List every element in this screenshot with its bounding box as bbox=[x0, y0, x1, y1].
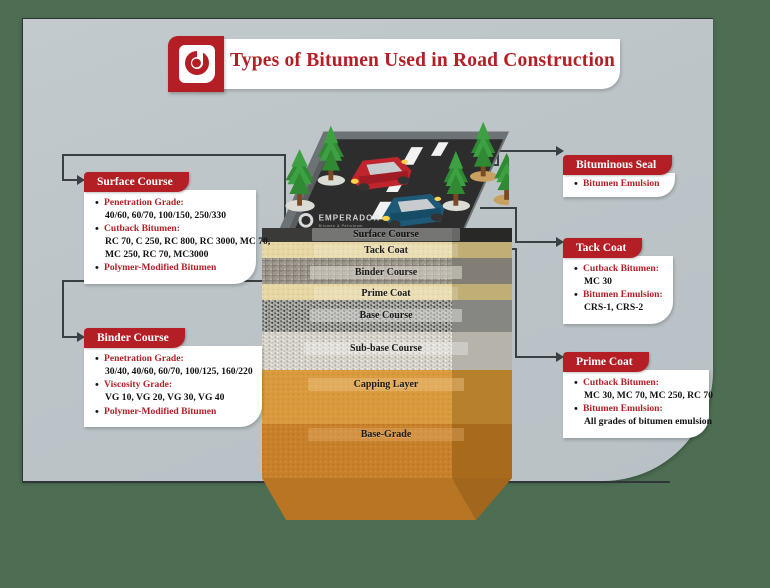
header: Types of Bitumen Used in Road Constructi… bbox=[168, 36, 620, 92]
connector-binder bbox=[62, 336, 78, 338]
layer-label-prime-coat: Prime Coat bbox=[314, 287, 458, 300]
layer-label-sub-base-course: Sub-base Course bbox=[304, 342, 468, 355]
list-item: Polymer-Modified Bitumen bbox=[95, 261, 244, 275]
list-item: Cutback Bitumen: MC 30, MC 70, MC 250, R… bbox=[574, 376, 713, 402]
connector-tack bbox=[515, 241, 557, 243]
arrow-binder-icon bbox=[77, 332, 85, 342]
card-title-bituminous-seal: Bituminous Seal bbox=[563, 155, 673, 175]
card-title-surface-course: Surface Course bbox=[84, 172, 189, 192]
list-item: Viscosity Grade: VG 10, VG 20, VG 30, VG… bbox=[95, 378, 250, 404]
svg-text:Bitumen & Petroleum: Bitumen & Petroleum bbox=[319, 224, 363, 228]
svg-text:EMPERADOR: EMPERADOR bbox=[319, 213, 381, 222]
arrow-prime-icon bbox=[556, 352, 564, 362]
connector-surface bbox=[62, 154, 64, 180]
connector-seal bbox=[497, 150, 557, 152]
list-item: Cutback Bitumen: RC 70, C 250, RC 800, R… bbox=[95, 222, 270, 261]
list-item: Cutback Bitumen: MC 30 bbox=[574, 262, 661, 288]
card-title-tack-coat: Tack Coat bbox=[563, 238, 643, 258]
road-surface-scene: EMPERADOR Bitumen & Petroleum bbox=[276, 121, 510, 235]
arrow-seal-icon bbox=[556, 146, 564, 156]
arrow-tack-icon bbox=[556, 237, 564, 247]
layer-label-capping-layer: Capping Layer bbox=[308, 378, 464, 391]
card-body-surface-course: Penetration Grade: 40/60, 60/70, 100/150… bbox=[84, 190, 270, 284]
list-item: Penetration Grade: 30/40, 40/60, 60/70, … bbox=[95, 352, 253, 378]
card-body-bituminous-seal: Bitumen Emulsion bbox=[563, 173, 675, 197]
list-item: Polymer-Modified Bitumen bbox=[95, 405, 250, 419]
page-title: Types of Bitumen Used in Road Constructi… bbox=[230, 50, 616, 71]
road-layer-stack bbox=[262, 228, 512, 520]
connector-binder bbox=[62, 280, 64, 338]
layer-label-tack-coat: Tack Coat bbox=[314, 244, 458, 257]
card-title-prime-coat: Prime Coat bbox=[563, 352, 649, 372]
connector-tack bbox=[480, 207, 517, 209]
list-item: Bitumen Emulsion: All grades of bitumen … bbox=[574, 402, 712, 428]
connector-tack bbox=[515, 207, 517, 243]
card-tack-coat: Tack Coat Cutback Bitumen: MC 30 Bitumen… bbox=[563, 238, 673, 324]
list-item: Bitumen Emulsion: CRS-1, CRS-2 bbox=[574, 288, 663, 314]
card-body-prime-coat: Cutback Bitumen: MC 30, MC 70, MC 250, R… bbox=[563, 370, 713, 438]
card-binder-course: Binder Course Penetration Grade: 30/40, … bbox=[84, 328, 262, 428]
card-body-binder-course: Penetration Grade: 30/40, 40/60, 60/70, … bbox=[84, 346, 262, 428]
connector-surface bbox=[62, 154, 286, 156]
connector-prime bbox=[515, 356, 557, 358]
emperador-swirl-logo-icon bbox=[168, 36, 224, 92]
card-bituminous-seal: Bituminous Seal Bitumen Emulsion bbox=[563, 155, 675, 197]
infographic-root: Types of Bitumen Used in Road Constructi… bbox=[0, 0, 770, 505]
list-item: Bitumen Emulsion bbox=[574, 177, 665, 191]
layer-label-surface-course: Surface Course bbox=[312, 228, 460, 241]
layer-label-base-grade: Base-Grade bbox=[308, 428, 464, 441]
layer-label-base-course: Base Course bbox=[310, 309, 462, 322]
road-cross-section: EMPERADOR Bitumen & Petroleum bbox=[262, 110, 512, 520]
connector-seal bbox=[497, 150, 499, 164]
header-bar bbox=[194, 39, 620, 89]
connector-prime bbox=[515, 248, 517, 358]
card-title-binder-course: Binder Course bbox=[84, 328, 185, 348]
card-surface-course: Surface Course Penetration Grade: 40/60,… bbox=[84, 172, 270, 284]
card-body-tack-coat: Cutback Bitumen: MC 30 Bitumen Emulsion:… bbox=[563, 256, 673, 324]
card-prime-coat: Prime Coat Cutback Bitumen: MC 30, MC 70… bbox=[563, 352, 713, 438]
connector-surface bbox=[62, 179, 78, 181]
list-item: Penetration Grade: 40/60, 60/70, 100/150… bbox=[95, 196, 244, 222]
arrow-surface-icon bbox=[77, 175, 85, 185]
layer-label-binder-course: Binder Course bbox=[310, 266, 462, 279]
connector-surface bbox=[284, 154, 286, 238]
